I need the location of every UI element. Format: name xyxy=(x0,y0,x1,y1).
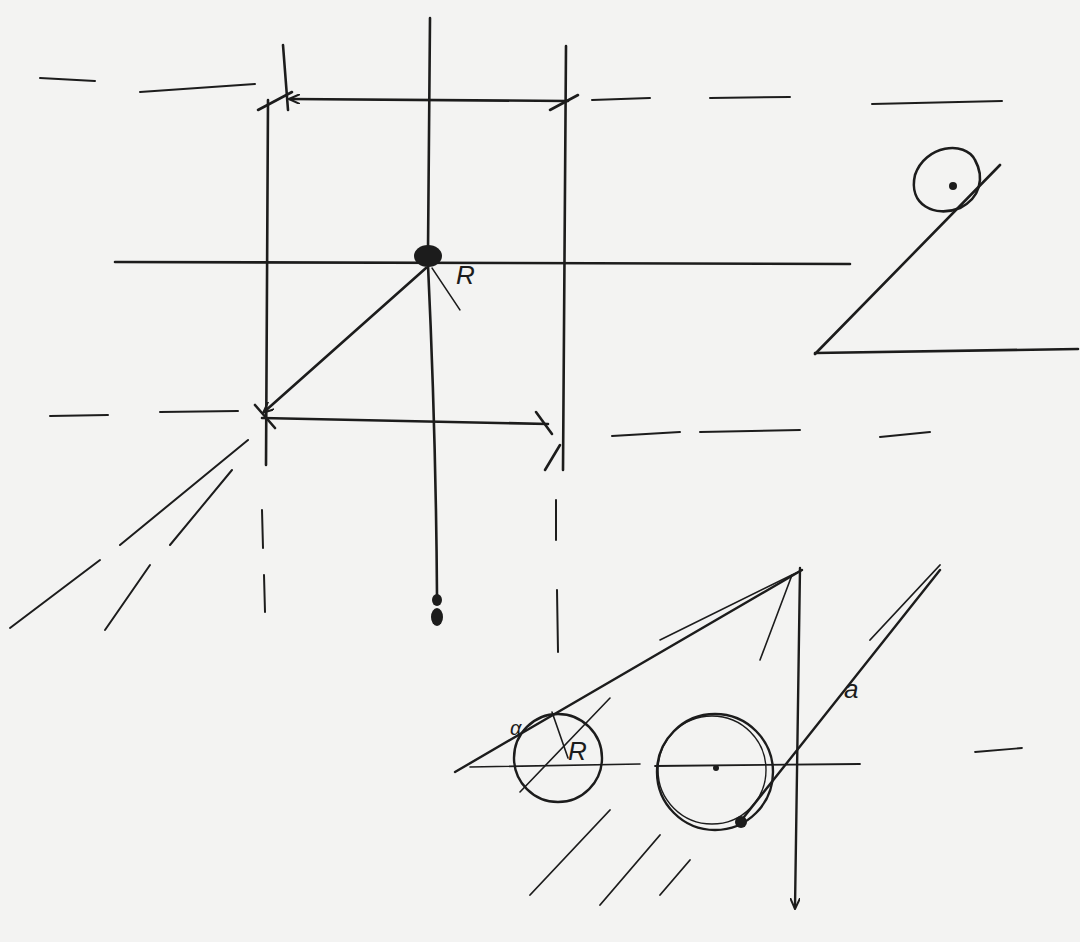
large-circle xyxy=(657,714,773,830)
incline xyxy=(455,570,802,772)
label: α xyxy=(508,718,523,738)
stroke xyxy=(432,268,460,310)
bead xyxy=(432,594,442,606)
dash xyxy=(170,470,232,545)
axis-line xyxy=(655,764,860,766)
axis-line xyxy=(115,262,850,264)
dash xyxy=(710,97,790,98)
dash xyxy=(612,432,680,436)
dash xyxy=(50,415,108,416)
vertical-arrow xyxy=(795,568,800,908)
tick xyxy=(283,45,288,110)
frame-line xyxy=(262,418,548,424)
tick xyxy=(258,92,292,110)
dash xyxy=(975,748,1022,752)
ball xyxy=(914,148,980,211)
string xyxy=(428,265,437,595)
center-dot xyxy=(949,182,957,190)
dash xyxy=(10,560,100,628)
dash xyxy=(555,500,557,540)
dash xyxy=(140,84,255,92)
label: a xyxy=(842,676,860,702)
tick xyxy=(536,412,552,434)
dash xyxy=(870,565,940,640)
contact-dot xyxy=(735,816,747,828)
dash xyxy=(40,78,95,81)
axis-line xyxy=(470,764,640,767)
bead xyxy=(431,608,443,626)
stroke xyxy=(760,575,792,660)
label: R xyxy=(566,738,589,764)
string xyxy=(428,18,430,250)
dash xyxy=(872,101,1002,104)
dash xyxy=(600,835,660,905)
ground-line xyxy=(815,349,1078,353)
dash xyxy=(264,575,265,612)
dash xyxy=(557,590,558,652)
radius-line xyxy=(552,712,568,758)
tick xyxy=(545,445,560,470)
dash xyxy=(160,411,238,412)
frame-line xyxy=(563,46,566,470)
dash xyxy=(700,430,800,432)
dash xyxy=(120,440,248,545)
dash xyxy=(592,98,650,100)
tick xyxy=(550,95,578,110)
dash xyxy=(262,510,263,548)
label: R xyxy=(454,262,477,288)
dash xyxy=(105,565,150,630)
vector-arrow xyxy=(264,268,426,412)
incline xyxy=(740,570,940,822)
mass-dot xyxy=(414,245,442,267)
center-dot xyxy=(713,765,719,771)
tick xyxy=(255,405,275,428)
dash xyxy=(660,860,690,895)
dash xyxy=(530,810,610,895)
large-circle xyxy=(658,716,766,824)
incline xyxy=(815,165,1000,354)
dash xyxy=(880,432,930,437)
